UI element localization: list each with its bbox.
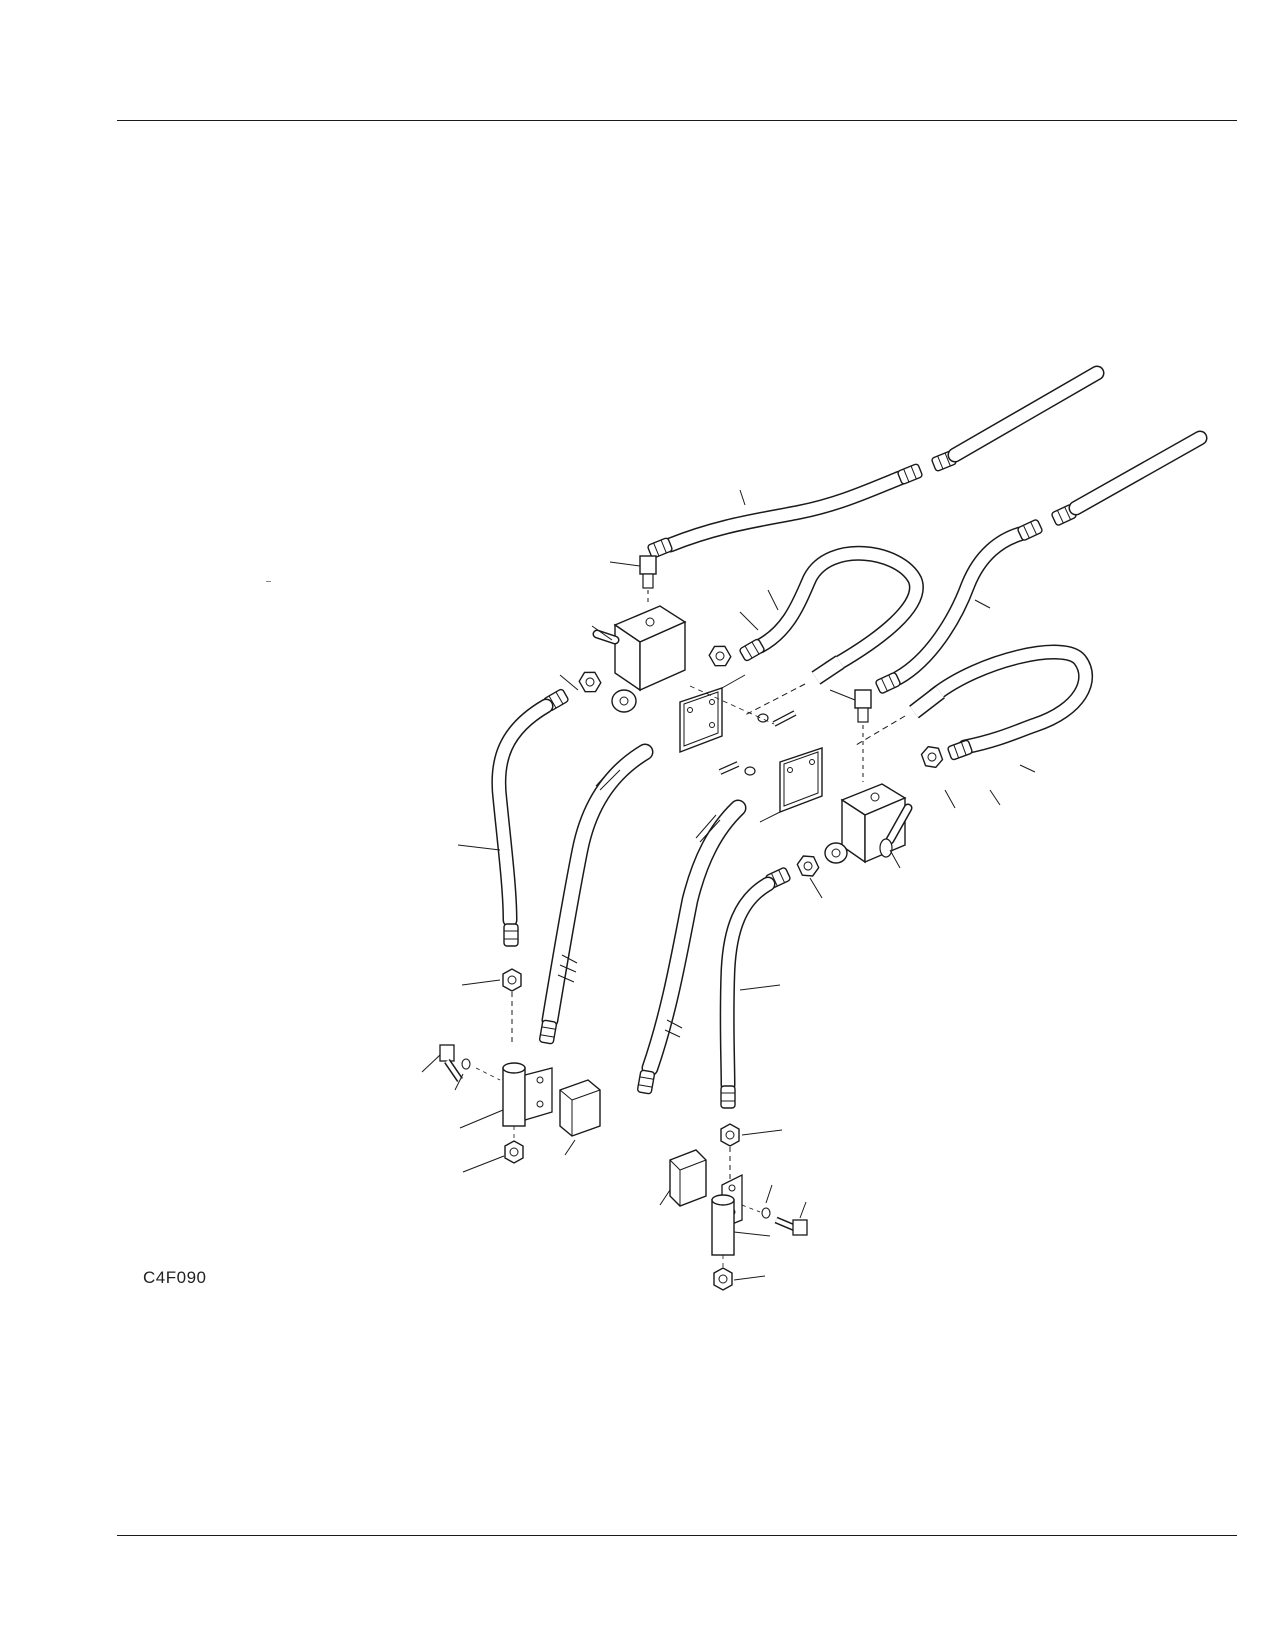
hose-right-wrapped [636,799,747,1095]
footer-rule [117,1535,1237,1536]
header-rule [117,120,1237,121]
hose-middle-wrapped [538,743,654,1045]
mount-plate-lower [759,747,823,823]
hose-lower-rod [874,430,1208,695]
hose-loop-upper [706,545,924,716]
clamp-assembly-right [659,1149,808,1291]
figure-code: C4F090 [143,1268,207,1287]
clamp-assembly-left [421,1044,601,1173]
hose-loop-lower [855,644,1094,809]
mount-plate-upper [679,674,797,776]
hose-lower-right-vertical [719,851,823,1195]
hose-left-vertical [457,667,604,1045]
valve-block-upper [591,555,687,713]
hose-upper-rod [646,365,1105,560]
stray-mark [266,581,271,582]
valve-block-lower [824,689,913,869]
